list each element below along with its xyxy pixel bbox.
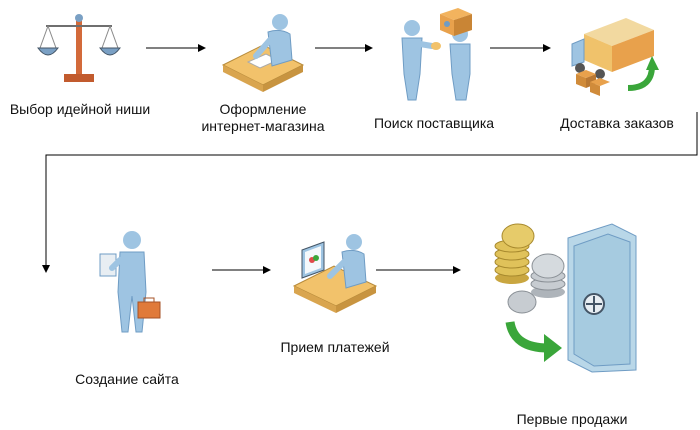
person-with-briefcase-icon bbox=[99, 231, 161, 333]
step-label-niche: Выбор идейной ниши bbox=[9, 101, 151, 117]
step-label-payments: Прием платежей bbox=[280, 339, 390, 355]
coin-stack-silver bbox=[507, 253, 566, 314]
coin-stack-gold bbox=[494, 223, 535, 284]
coins-and-safe-icon bbox=[494, 223, 637, 373]
step-label-store: Оформление интернет-магазина bbox=[201, 101, 325, 134]
scales-icon bbox=[37, 14, 121, 82]
handshake-with-boxes-icon bbox=[401, 8, 472, 101]
person-at-computer-icon bbox=[292, 234, 378, 313]
delivery-truck-icon bbox=[571, 18, 659, 96]
person-at-desk-icon bbox=[221, 14, 305, 92]
arrow-delivery-to-site bbox=[42, 112, 698, 273]
step-label-sales: Первые продажи bbox=[516, 411, 628, 427]
step-label-delivery: Доставка заказов bbox=[560, 115, 674, 131]
step-label-site: Создание сайта bbox=[75, 371, 179, 387]
step-label-search: Поиск поставщика bbox=[373, 115, 495, 131]
